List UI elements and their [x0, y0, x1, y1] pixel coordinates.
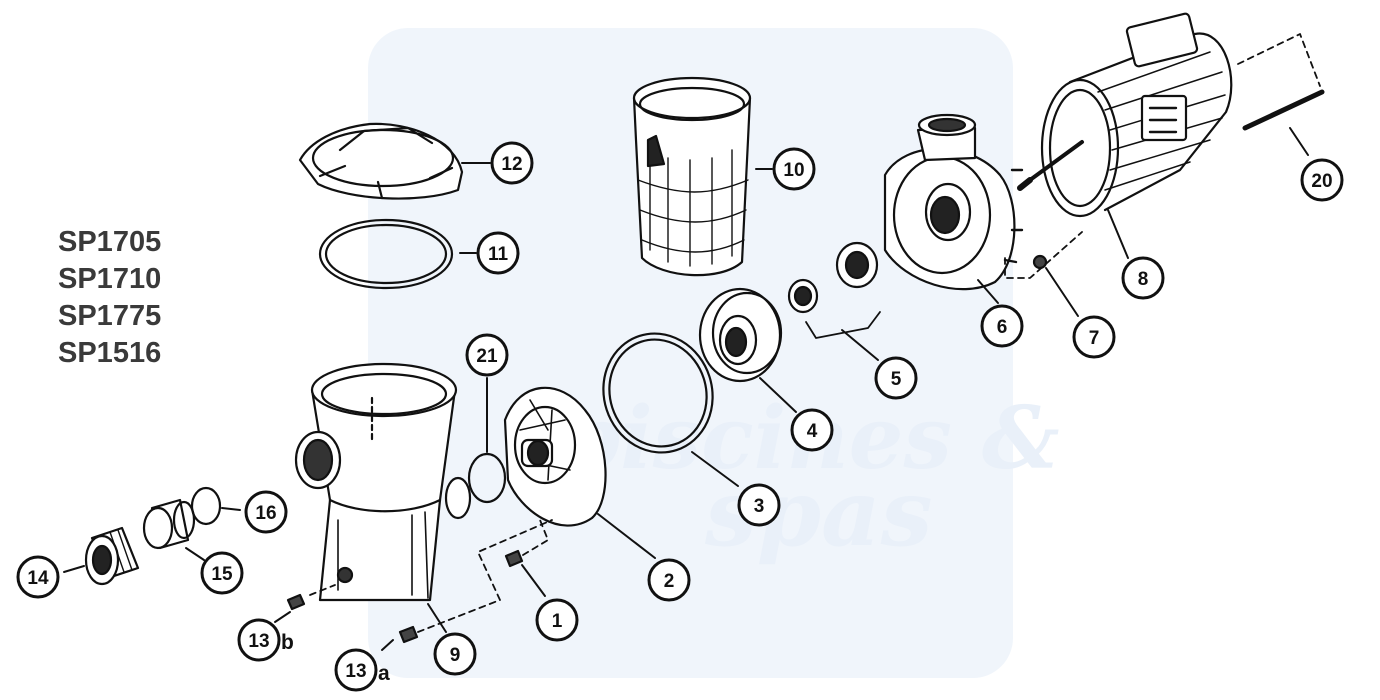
callout-16-circle — [244, 490, 288, 534]
shaft-seal — [787, 241, 881, 339]
callout-4-label: 4 — [807, 421, 818, 442]
callout-13a-circle — [334, 648, 378, 692]
callout-11-label: 11 — [488, 244, 509, 265]
watermark-text-2: spas — [704, 459, 933, 567]
callout-13a: 13 a — [334, 648, 390, 692]
diffuser — [698, 287, 783, 383]
callout-5-label: 5 — [891, 369, 902, 390]
callout-13b: 13 b — [237, 618, 294, 662]
callout-2-circle — [647, 558, 691, 602]
callout-7-label: 7 — [1089, 328, 1100, 349]
model-number: SP1705 — [58, 226, 162, 258]
callout-10-circle — [772, 147, 816, 191]
callout-15-circle — [200, 551, 244, 595]
diffuser-gasket — [467, 452, 507, 504]
callout-7-circle — [1072, 315, 1116, 359]
screw-13a — [398, 625, 419, 644]
housing-bolt — [1032, 254, 1048, 270]
screw-13b — [286, 593, 306, 611]
callout-3: 3 — [737, 483, 781, 527]
callout-6-label: 6 — [997, 317, 1008, 338]
callout-12-label: 12 — [501, 154, 522, 175]
seal-plate — [503, 386, 607, 527]
callout-3-circle — [737, 483, 781, 527]
model-number-list: SP1705 SP1710 SP1775 SP1516 — [58, 224, 161, 372]
diffuser-o-ring — [602, 332, 714, 454]
strainer-basket — [632, 76, 752, 277]
impeller-housing — [883, 113, 1024, 291]
callout-9-circle — [433, 632, 477, 676]
leader-lines — [63, 127, 1309, 651]
callout-4-circle — [790, 408, 834, 452]
callout-10: 10 — [772, 147, 816, 191]
callout-15-label: 15 — [211, 564, 233, 585]
strainer-lid — [298, 122, 464, 200]
callout-10-label: 10 — [783, 160, 804, 181]
callout-13b-circle — [237, 618, 281, 662]
callout-1-label: 1 — [552, 611, 563, 632]
pump-strainer-housing — [294, 362, 472, 602]
callout-13b-label: 13 — [248, 631, 269, 652]
screw-1 — [504, 549, 524, 568]
assembly-lines — [309, 33, 1321, 633]
callout-8-circle — [1121, 256, 1165, 300]
callout-16: 16 — [244, 490, 288, 534]
callout-1-circle — [535, 598, 579, 642]
callout-6: 6 — [980, 304, 1024, 348]
callout-21-circle — [465, 333, 509, 377]
callout-11-circle — [476, 231, 520, 275]
callout-6-circle — [980, 304, 1024, 348]
callout-9: 9 — [433, 632, 477, 676]
callout-2: 2 — [647, 558, 691, 602]
callout-20-circle — [1300, 158, 1344, 202]
callout-16-label: 16 — [255, 503, 276, 524]
callout-2-label: 2 — [664, 571, 675, 592]
model-number: SP1710 — [58, 263, 162, 295]
pump-motor — [1017, 12, 1233, 218]
callout-4: 4 — [790, 408, 834, 452]
union-o-ring — [190, 486, 222, 526]
watermark-tile — [368, 28, 1013, 678]
union-nut — [84, 526, 140, 586]
callout-14-label: 14 — [27, 568, 49, 589]
callout-8: 8 — [1121, 256, 1165, 300]
lid-o-ring — [318, 218, 454, 290]
callout-3-label: 3 — [754, 496, 765, 517]
callout-13b-suffix: b — [281, 631, 294, 654]
motor-cable — [1242, 89, 1325, 131]
callout-13a-label: 13 — [345, 661, 366, 682]
callout-7: 7 — [1072, 315, 1116, 359]
union-tail — [142, 498, 196, 550]
callout-14-circle — [16, 555, 60, 599]
callout-11: 11 — [476, 231, 520, 275]
callout-5-circle — [874, 356, 918, 400]
callout-8-label: 8 — [1138, 269, 1149, 290]
callouts: 1 2 3 4 5 6 7 8 — [16, 141, 1344, 692]
callout-15: 15 — [200, 551, 244, 595]
callout-20-label: 20 — [1311, 171, 1332, 192]
model-number: SP1775 — [58, 300, 162, 332]
callout-12-circle — [490, 141, 534, 185]
callout-9-label: 9 — [450, 645, 461, 666]
callout-5: 5 — [874, 356, 918, 400]
callout-13a-suffix: a — [378, 662, 390, 685]
model-number: SP1516 — [58, 337, 162, 369]
callout-21: 21 — [465, 333, 509, 377]
callout-14: 14 — [16, 555, 60, 599]
callout-21-label: 21 — [476, 346, 498, 367]
callout-1: 1 — [535, 598, 579, 642]
callout-20: 20 — [1300, 158, 1344, 202]
callout-12: 12 — [490, 141, 534, 185]
